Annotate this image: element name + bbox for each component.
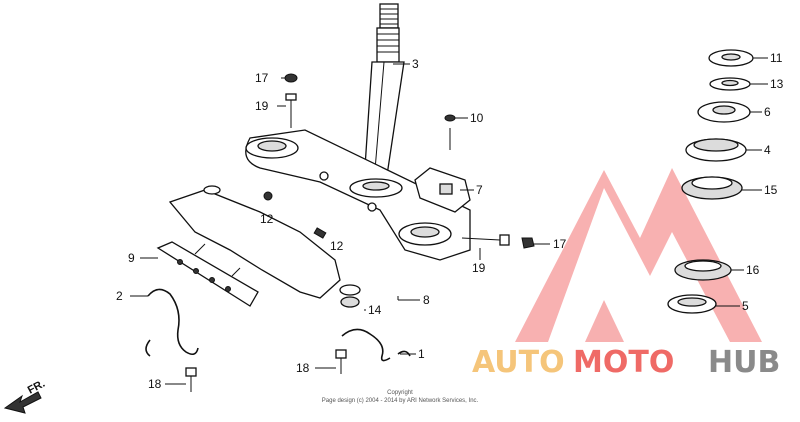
watermark-text: AUTO MOTO HUB — [472, 345, 780, 380]
steering-stem-shaft — [363, 3, 405, 183]
callout-14: 14 — [368, 303, 382, 317]
callout-17-top: 17 — [255, 71, 269, 85]
callout-4: 4 — [764, 143, 771, 157]
steering-stem-bracket — [245, 129, 471, 261]
callout-18-right: 18 — [296, 361, 310, 375]
callout-6: 6 — [764, 105, 771, 119]
callout-1: 1 — [418, 347, 425, 361]
callout-12-upper: 12 — [260, 212, 274, 226]
callout-13: 13 — [770, 77, 784, 91]
watermark-moto: MOTO — [573, 345, 674, 380]
watermark-logo — [515, 168, 762, 342]
callout-9: 9 — [128, 251, 135, 265]
wire-1 — [341, 328, 411, 362]
callout-3: 3 — [412, 57, 419, 71]
callout-18-left: 18 — [148, 377, 162, 391]
horn-bracket — [156, 185, 341, 307]
bolt-19-right — [461, 234, 535, 249]
adjusting-nut-6 — [697, 101, 751, 123]
copyright-line-1: Copyright — [387, 390, 413, 396]
bearing-16 — [674, 259, 732, 281]
callout-7: 7 — [476, 183, 483, 197]
callout-17-right: 17 — [553, 237, 567, 251]
callout-8: 8 — [423, 293, 430, 307]
front-direction-arrow: FR. — [3, 378, 47, 414]
lock-washer-13 — [709, 77, 751, 91]
wire-2 — [145, 288, 199, 357]
watermark-auto: AUTO — [472, 345, 565, 380]
callout-19-top: 19 — [255, 99, 269, 113]
callout-labels: 3 17 19 10 7 12 12 9 2 14 8 19 17 1 18 1… — [116, 51, 784, 391]
callout-16: 16 — [746, 263, 760, 277]
callout-11: 11 — [770, 51, 783, 65]
direction-label: FR. — [26, 378, 47, 397]
bolt-19-top — [284, 73, 298, 128]
bolt-18-left — [185, 367, 197, 392]
callout-2: 2 — [116, 289, 123, 303]
leader-lines — [130, 57, 768, 385]
callout-19-right: 19 — [472, 261, 486, 275]
bolt-18-right — [335, 349, 347, 374]
callout-12-lower: 12 — [330, 239, 344, 253]
switch-unit — [414, 114, 471, 213]
callout-5: 5 — [742, 299, 749, 313]
locknut-11 — [708, 49, 754, 67]
bearing-15 — [681, 176, 743, 200]
cable-clamps — [263, 191, 361, 308]
callout-10: 10 — [470, 111, 484, 125]
dust-seal-5 — [667, 294, 717, 314]
copyright: Copyright Page design (c) 2004 - 2014 by… — [322, 390, 479, 404]
watermark-hub: HUB — [708, 345, 780, 380]
copyright-line-2: Page design (c) 2004 - 2014 by ARI Netwo… — [322, 398, 479, 404]
callout-15: 15 — [764, 183, 778, 197]
bearing-race-4 — [685, 138, 747, 162]
